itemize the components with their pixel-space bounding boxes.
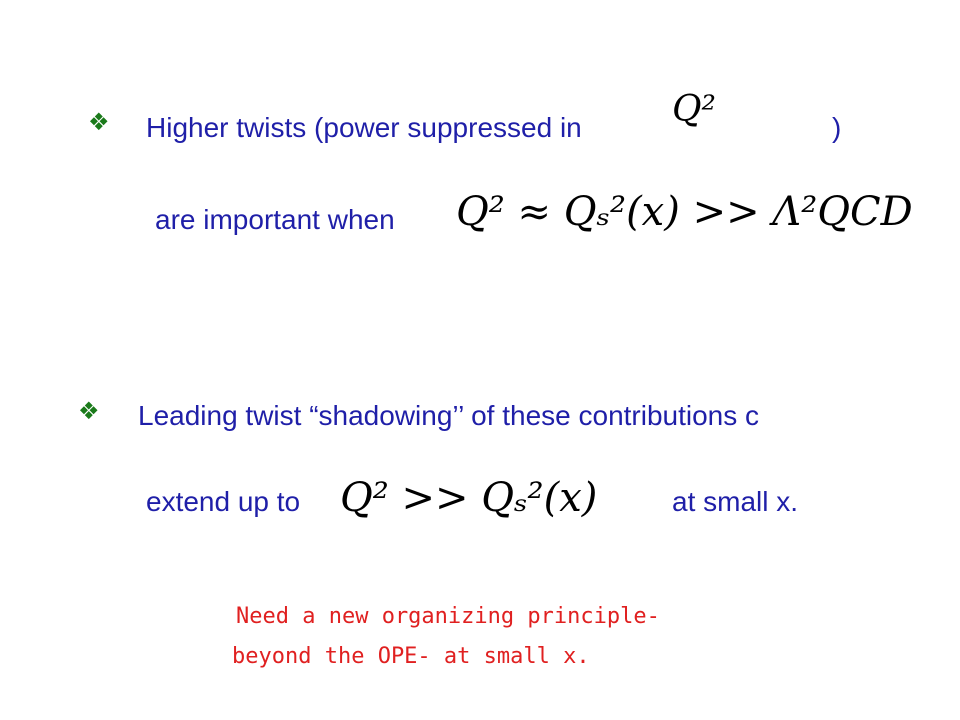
item1-close-paren: ) bbox=[832, 112, 842, 143]
diamond-bullet-icon: ❖ bbox=[88, 108, 110, 136]
note-line2: beyond the OPE- at small x. bbox=[232, 644, 590, 669]
item2-formula: Q² >> Qₛ²(x) bbox=[340, 478, 606, 518]
diamond-bullet-icon: ❖ bbox=[78, 397, 100, 425]
item1-saturation-formula: Q² ≈ Qₛ²(x) >> Λ²QCD bbox=[456, 192, 919, 232]
item2-line2-tail: at small x. bbox=[672, 486, 799, 517]
item1-q2-formula: Q² bbox=[672, 89, 716, 130]
item1-line2-text: are important when bbox=[155, 204, 395, 235]
item1-line1-text: Higher twists (power suppressed in bbox=[146, 112, 582, 143]
item2-line2-text: extend up to bbox=[146, 486, 301, 517]
note-line1: Need a new organizing principle- bbox=[236, 604, 660, 629]
item2-line1-text: Leading twist “shadowing’’ of these cont… bbox=[138, 400, 760, 431]
